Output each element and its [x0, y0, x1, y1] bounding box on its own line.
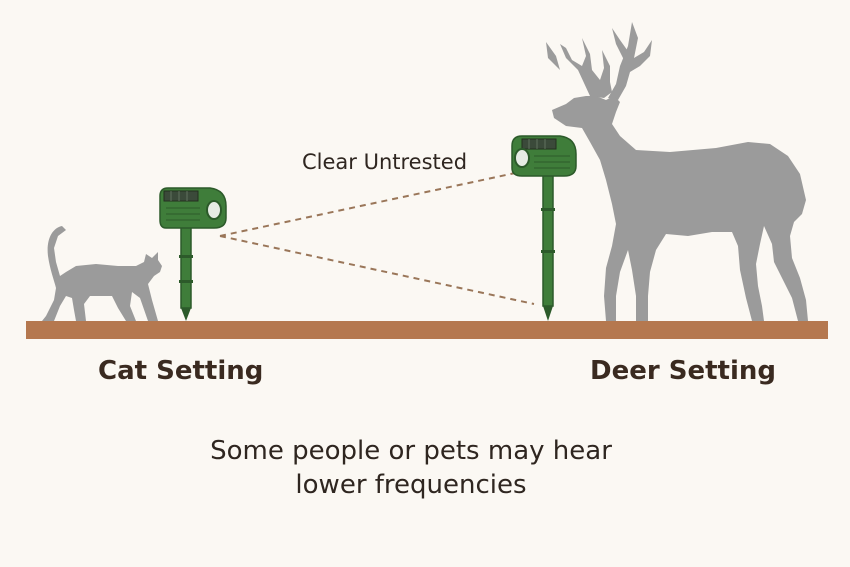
left-device-solar-panel [163, 190, 199, 202]
left-device-collar-1 [179, 255, 193, 258]
left-repeller-device-icon [159, 187, 227, 321]
right-device-spike [543, 306, 553, 321]
hearing-note-line-2: lower frequencies [295, 470, 527, 500]
beam-lower-line [219, 235, 535, 305]
right-device-stake [542, 173, 554, 307]
right-device-collar-2 [541, 250, 555, 253]
deer-silhouette-icon [546, 22, 808, 321]
beam-upper-line [219, 171, 521, 237]
hearing-note-line-1: Some people or pets may hear [210, 436, 612, 466]
sound-beam-lines [219, 171, 535, 305]
left-device-sensor [206, 200, 222, 220]
cat-setting-label: Cat Setting [98, 356, 264, 386]
left-device-spike [181, 308, 191, 321]
right-device-sensor [514, 148, 530, 168]
right-device-solar-panel [521, 138, 557, 150]
beam-label: Clear Untrested [302, 150, 468, 174]
right-device-collar-1 [541, 208, 555, 211]
cat-silhouette-icon [42, 226, 162, 321]
deer-setting-label: Deer Setting [590, 356, 776, 386]
hearing-note: Some people or pets may hear lower frequ… [0, 434, 822, 502]
right-repeller-device-icon [511, 135, 577, 321]
ground-strip [26, 321, 828, 339]
left-device-stake [180, 225, 192, 309]
left-device-collar-2 [179, 280, 193, 283]
